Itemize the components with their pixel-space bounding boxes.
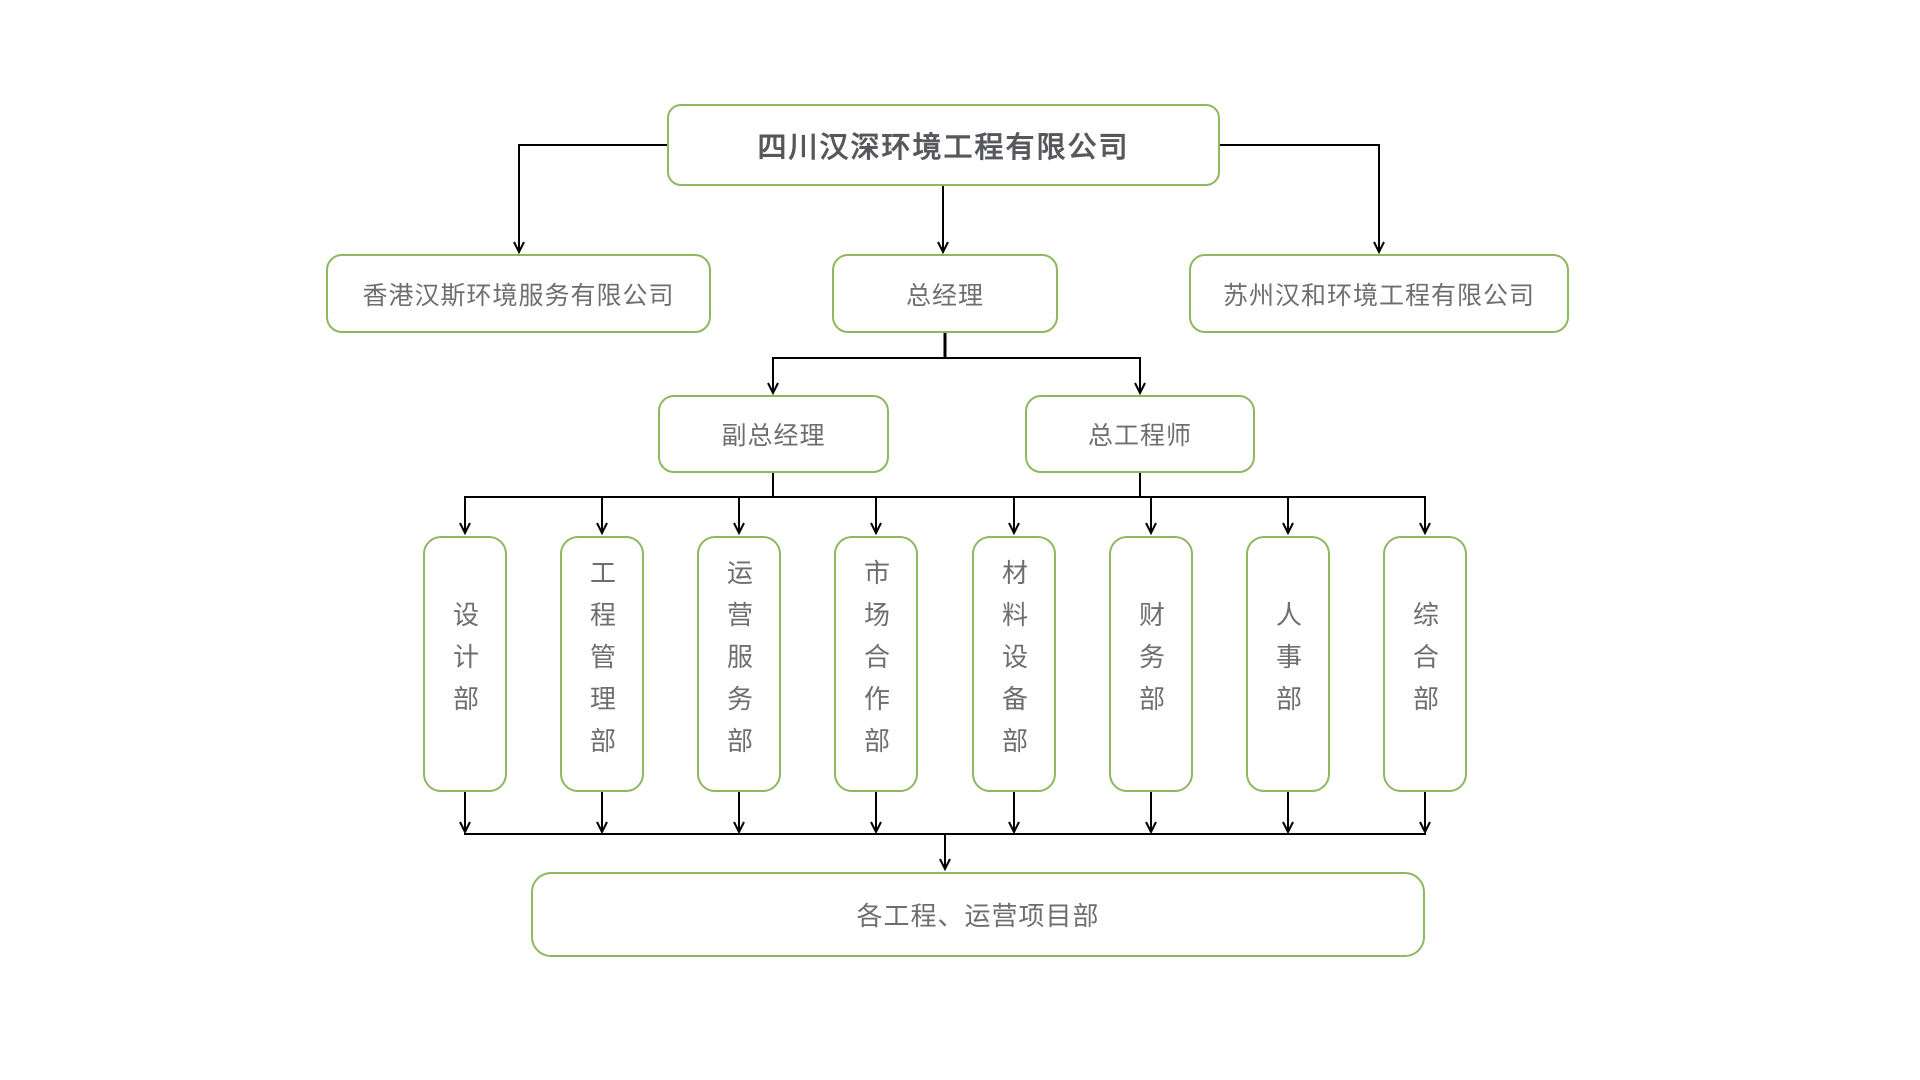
node-dept-finance-label: 财务部: [1135, 601, 1166, 727]
node-subsidiary-hongkong-label: 香港汉斯环境服务有限公司: [362, 281, 675, 310]
node-dept-operation-service-label: 运营服务部: [723, 559, 754, 769]
node-deputy-general-manager-label: 副总经理: [721, 422, 826, 450]
node-dept-finance: 财务部: [1109, 536, 1193, 792]
node-dept-engineering-management-label: 工程管理部: [586, 559, 617, 769]
node-general-manager-label: 总经理: [905, 281, 984, 310]
node-dept-human-resources-label: 人事部: [1272, 601, 1303, 727]
node-dept-operation-service: 运营服务部: [697, 536, 781, 792]
node-dept-material-equipment-label: 材料设备部: [998, 559, 1029, 769]
node-project-departments-label: 各工程、运营项目部: [856, 901, 1100, 931]
node-chief-engineer-label: 总工程师: [1087, 422, 1192, 450]
node-dept-general-affairs-label: 综合部: [1409, 601, 1440, 727]
node-dept-human-resources: 人事部: [1246, 536, 1330, 792]
node-dept-market-cooperation: 市场合作部: [834, 536, 918, 792]
node-dept-design: 设计部: [423, 536, 507, 792]
node-dept-general-affairs: 综合部: [1383, 536, 1467, 792]
node-dept-design-label: 设计部: [449, 601, 480, 727]
node-chief-engineer: 总工程师: [1025, 395, 1255, 473]
node-subsidiary-suzhou-label: 苏州汉和环境工程有限公司: [1222, 281, 1535, 310]
node-dept-engineering-management: 工程管理部: [560, 536, 644, 792]
node-company-root-label: 四川汉深环境工程有限公司: [757, 132, 1130, 164]
node-subsidiary-hongkong: 香港汉斯环境服务有限公司: [326, 254, 711, 333]
node-subsidiary-suzhou: 苏州汉和环境工程有限公司: [1189, 254, 1569, 333]
node-dept-material-equipment: 材料设备部: [972, 536, 1056, 792]
node-project-departments: 各工程、运营项目部: [531, 872, 1425, 957]
node-general-manager: 总经理: [832, 254, 1058, 333]
node-deputy-general-manager: 副总经理: [658, 395, 889, 473]
node-dept-market-cooperation-label: 市场合作部: [860, 559, 891, 769]
node-company-root: 四川汉深环境工程有限公司: [667, 104, 1220, 186]
